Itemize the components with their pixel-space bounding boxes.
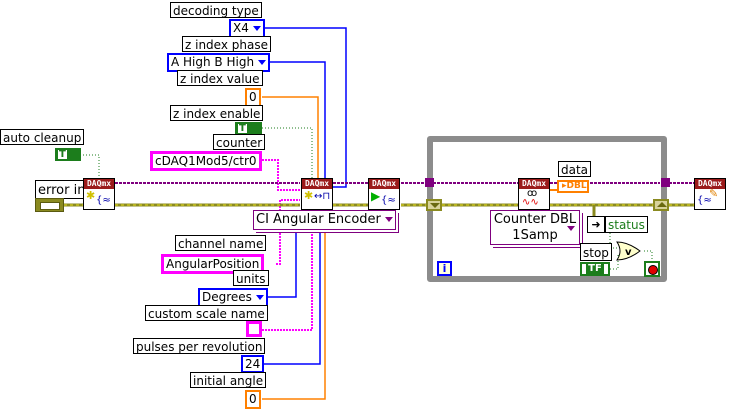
or-gate: v bbox=[616, 241, 641, 261]
read-type-line1: Counter DBL bbox=[493, 212, 577, 227]
glasses-icon: ꝏ bbox=[527, 188, 538, 199]
z-index-phase-label: z index phase bbox=[182, 36, 271, 52]
counter-label: counter bbox=[213, 134, 266, 150]
daqmx-header: DAQmx bbox=[695, 179, 725, 189]
arrow-down-icon bbox=[430, 203, 440, 208]
wire-z-index-enable bbox=[262, 127, 313, 180]
stop-label: stop bbox=[580, 243, 612, 261]
wire-initial-angle bbox=[262, 215, 326, 400]
pulse-train-icon: ↔⊓ bbox=[314, 191, 331, 202]
z-index-value-label: z index value bbox=[177, 70, 263, 86]
daqmx-start-task-node[interactable]: DAQmx ▶ {≈ bbox=[368, 178, 400, 210]
daqmx-clear-task-node[interactable]: DAQmx ✎ {≈ bbox=[694, 178, 726, 210]
clear-task-icon: ✎ {≈ bbox=[695, 187, 725, 209]
daqmx-header: DAQmx bbox=[519, 179, 549, 189]
shift-register-right[interactable] bbox=[653, 199, 669, 211]
wire-auto-cleanup bbox=[80, 154, 100, 180]
status-unbundle: ➜ bbox=[587, 216, 605, 233]
units-label: units bbox=[233, 270, 269, 286]
initial-angle-label: initial angle bbox=[190, 372, 267, 388]
dropdown-arrow-icon bbox=[258, 60, 267, 65]
error-in-control[interactable] bbox=[35, 198, 64, 212]
custom-scale-name-label: custom scale name bbox=[145, 305, 268, 321]
read-type-line2: 1Samp bbox=[512, 228, 558, 243]
loop-stop-condition-icon[interactable] bbox=[644, 261, 660, 277]
unbundle-arrow-icon: ➜ bbox=[591, 218, 601, 231]
daqmx-create-task-node[interactable]: DAQmx ✱ {≈ bbox=[83, 178, 115, 210]
error-in-label: error in bbox=[35, 180, 89, 199]
start-task-icon: ▶ {≈ bbox=[369, 189, 399, 209]
auto-cleanup-label: auto cleanup bbox=[0, 129, 85, 145]
wire-z-index-value bbox=[262, 96, 319, 195]
eraser-icon: ✎ bbox=[709, 187, 719, 200]
waveform-icon: {≈ bbox=[96, 195, 111, 206]
svg-text:v: v bbox=[625, 247, 632, 258]
wire-or-stop bbox=[644, 250, 653, 262]
iteration-terminal: i bbox=[437, 261, 452, 276]
wire-pulses bbox=[264, 215, 321, 365]
data-indicator[interactable]: ▸DBL bbox=[557, 180, 589, 193]
dropdown-arrow-icon bbox=[384, 217, 393, 222]
channel-name-label: channel name bbox=[175, 235, 267, 251]
pulses-per-revolution-label: pulses per revolution bbox=[133, 338, 266, 354]
daqmx-create-channel-node[interactable]: DAQmx ✱ ↔⊓ bbox=[301, 178, 333, 210]
bool-true-glyph: T bbox=[238, 123, 247, 134]
wire-custom-scale bbox=[262, 215, 313, 331]
indicator-arrow-icon: ▸ bbox=[562, 181, 567, 191]
z-index-phase-enum[interactable]: A High B High bbox=[167, 53, 271, 72]
daqmx-header: DAQmx bbox=[84, 179, 114, 189]
pulses-per-revolution-const[interactable]: 24 bbox=[241, 355, 265, 373]
dropdown-arrow-icon bbox=[255, 295, 264, 300]
bool-true-glyph: T bbox=[58, 149, 67, 160]
waveform-icon: {≈ bbox=[697, 195, 712, 206]
wire-units bbox=[266, 215, 297, 298]
wire-decoding-type bbox=[262, 27, 347, 188]
wire-channel-name bbox=[276, 199, 300, 265]
channel-type-value: CI Angular Encoder bbox=[256, 212, 381, 227]
daqmx-header: DAQmx bbox=[302, 179, 332, 189]
stop-tf-value: TF bbox=[586, 263, 604, 274]
initial-angle-const[interactable]: 0 bbox=[245, 390, 261, 409]
arrow-up-icon bbox=[657, 202, 667, 207]
cluster-icon bbox=[40, 202, 60, 210]
data-type: DBL bbox=[566, 181, 587, 191]
auto-cleanup-bool[interactable]: T bbox=[55, 148, 81, 161]
shift-register-left[interactable] bbox=[426, 199, 442, 211]
z-index-enable-label: z index enable bbox=[170, 105, 264, 121]
decoding-type-value: X4 bbox=[233, 21, 249, 35]
sparkle-icon: ✱ bbox=[86, 189, 96, 202]
data-label: data bbox=[558, 161, 592, 177]
task-tunnel-left bbox=[425, 178, 434, 187]
play-icon: ▶ bbox=[371, 189, 381, 203]
stop-button-control[interactable]: TF bbox=[580, 262, 610, 276]
channel-name-const[interactable]: AngularPosition bbox=[161, 254, 265, 274]
sparkle-icon: ✱ bbox=[304, 189, 314, 202]
dropdown-arrow-icon bbox=[252, 26, 261, 31]
channel-type-selector[interactable]: CI Angular Encoder bbox=[253, 210, 396, 230]
dropdown-arrow-icon bbox=[567, 226, 575, 231]
read-type-selector[interactable]: Counter DBL 1Samp bbox=[490, 210, 580, 245]
units-value: Degrees bbox=[202, 290, 252, 304]
decoding-type-label: decoding type bbox=[170, 2, 262, 18]
counter-const[interactable]: cDAQ1Mod5/ctr0 bbox=[150, 151, 262, 171]
waveform-icon: ∿∿ bbox=[522, 197, 539, 208]
create-task-icon: ✱ {≈ bbox=[84, 189, 114, 209]
waveform-icon: {≈ bbox=[381, 195, 396, 206]
task-tunnel-right bbox=[661, 178, 670, 187]
daqmx-read-node[interactable]: DAQmx ꝏ ∿∿ bbox=[518, 178, 550, 210]
status-label: status bbox=[605, 216, 648, 233]
wire-counter bbox=[262, 159, 300, 191]
wire-z-index-phase bbox=[270, 61, 326, 195]
create-channel-icon: ✱ ↔⊓ bbox=[302, 189, 332, 209]
read-icon: ꝏ ∿∿ bbox=[519, 188, 549, 209]
z-index-phase-value: A High B High bbox=[171, 55, 255, 69]
custom-scale-name-const[interactable] bbox=[246, 321, 262, 337]
daqmx-header: DAQmx bbox=[369, 179, 399, 189]
